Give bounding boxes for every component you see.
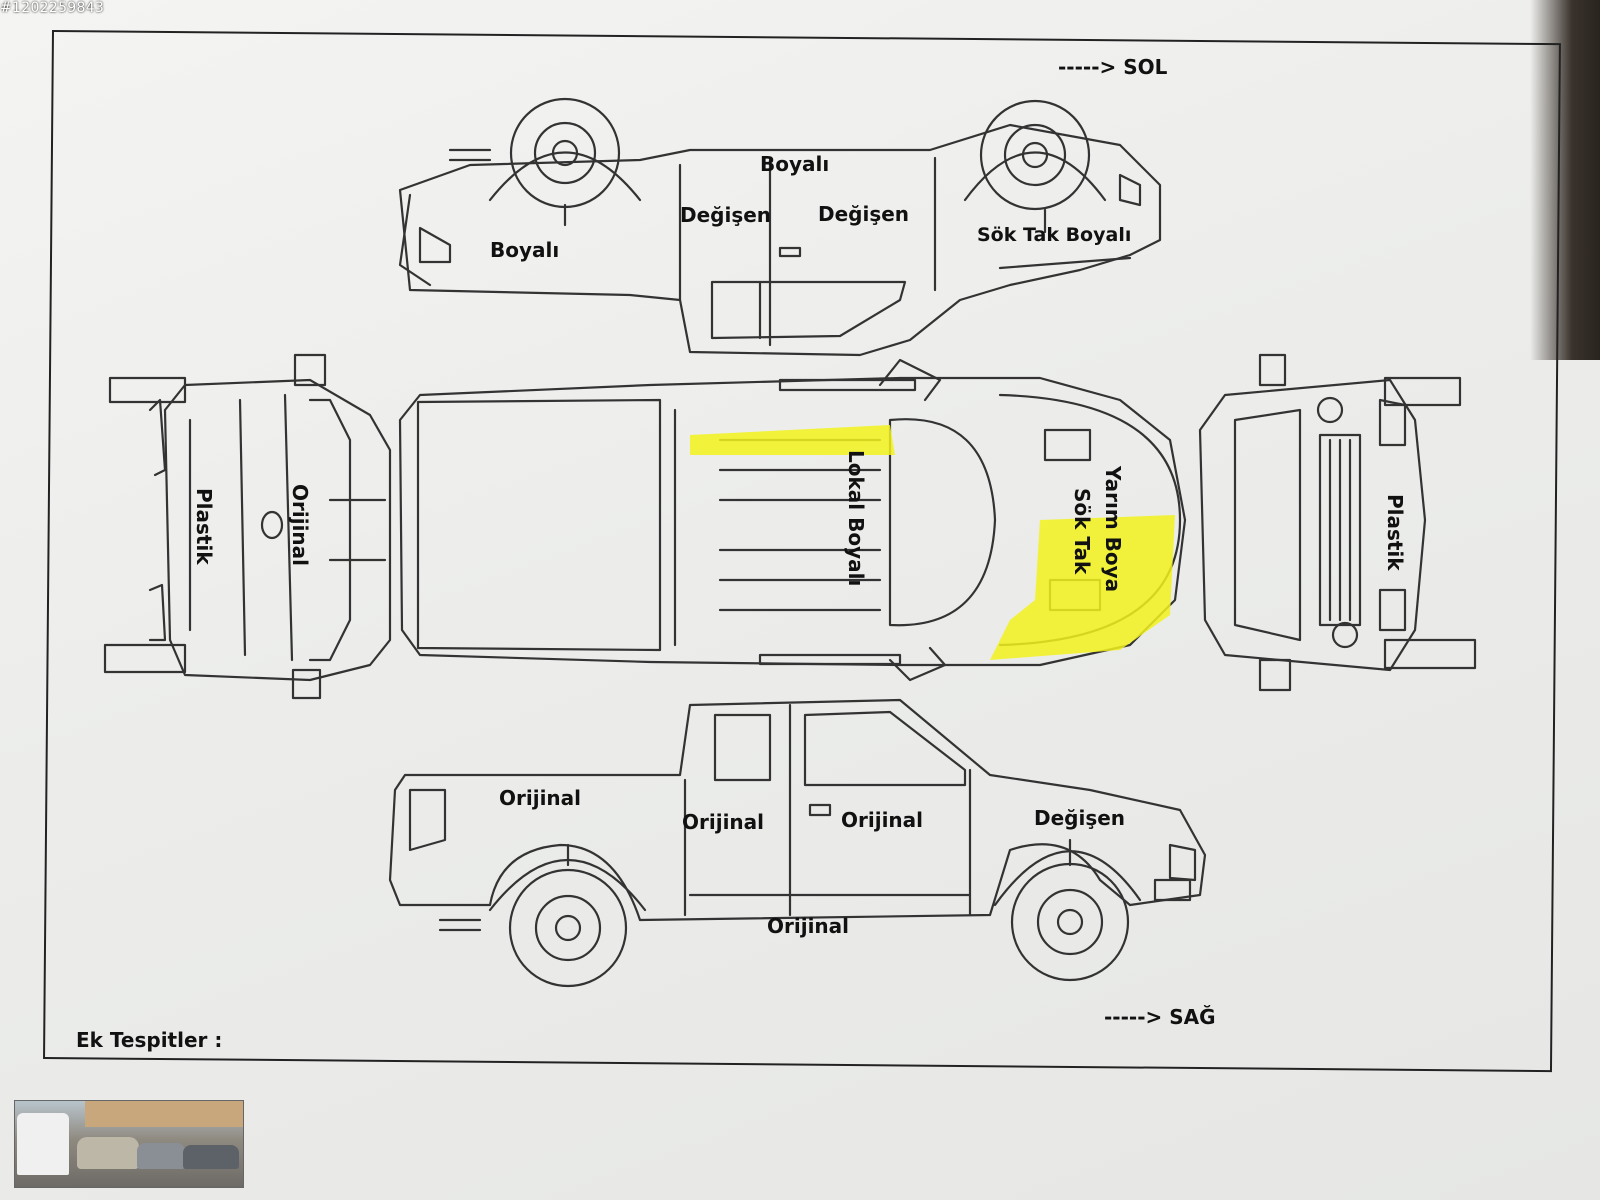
top-hood-status-line1: Yarım Boya bbox=[1101, 466, 1125, 593]
right-front-door-status: Orijinal bbox=[841, 808, 924, 832]
left-front-door-status: Değişen bbox=[680, 203, 772, 227]
top-roof-status: Lokal Boyalı bbox=[844, 450, 868, 587]
left-side-indicator: -----> SOL bbox=[1058, 55, 1168, 79]
right-sill-status: Orijinal bbox=[767, 914, 850, 938]
right-rear-door-status: Orijinal bbox=[682, 810, 765, 834]
right-bed-status: Orijinal bbox=[499, 786, 582, 810]
dealer-lot-thumbnail bbox=[14, 1100, 244, 1188]
left-bed-status: Boyalı bbox=[490, 238, 560, 262]
listing-reference: #1202259843 bbox=[0, 0, 105, 16]
right-front-fender-status: Değişen bbox=[1034, 806, 1126, 830]
thumbnail-building bbox=[85, 1101, 243, 1127]
left-roof-status: Boyalı bbox=[760, 152, 830, 176]
front-bumper-status: Plastik bbox=[1383, 494, 1407, 571]
thumbnail-car bbox=[183, 1145, 239, 1169]
rear-bumper-status: Plastik bbox=[192, 488, 216, 565]
top-hood-status-line2: Sök Tak bbox=[1070, 488, 1094, 575]
left-side-view bbox=[398, 97, 1162, 357]
left-rear-door-status: Değişen bbox=[818, 202, 910, 226]
thumbnail-car bbox=[137, 1143, 185, 1169]
hood-highlight bbox=[990, 515, 1175, 660]
notes-label: Ek Tespitler : bbox=[76, 1028, 223, 1052]
roof-highlight bbox=[690, 425, 895, 455]
damage-highlights bbox=[690, 425, 1175, 660]
right-side-view bbox=[388, 698, 1207, 988]
left-front-fender-status: Sök Tak Boyalı bbox=[977, 224, 1132, 246]
front-view bbox=[1198, 353, 1477, 692]
rear-tailgate-status: Orijinal bbox=[288, 484, 312, 567]
thumbnail-van bbox=[17, 1113, 69, 1175]
rear-view bbox=[103, 353, 392, 700]
background-surface bbox=[1530, 0, 1600, 360]
right-side-indicator: -----> SAĞ bbox=[1104, 1005, 1216, 1029]
thumbnail-car bbox=[77, 1137, 139, 1169]
